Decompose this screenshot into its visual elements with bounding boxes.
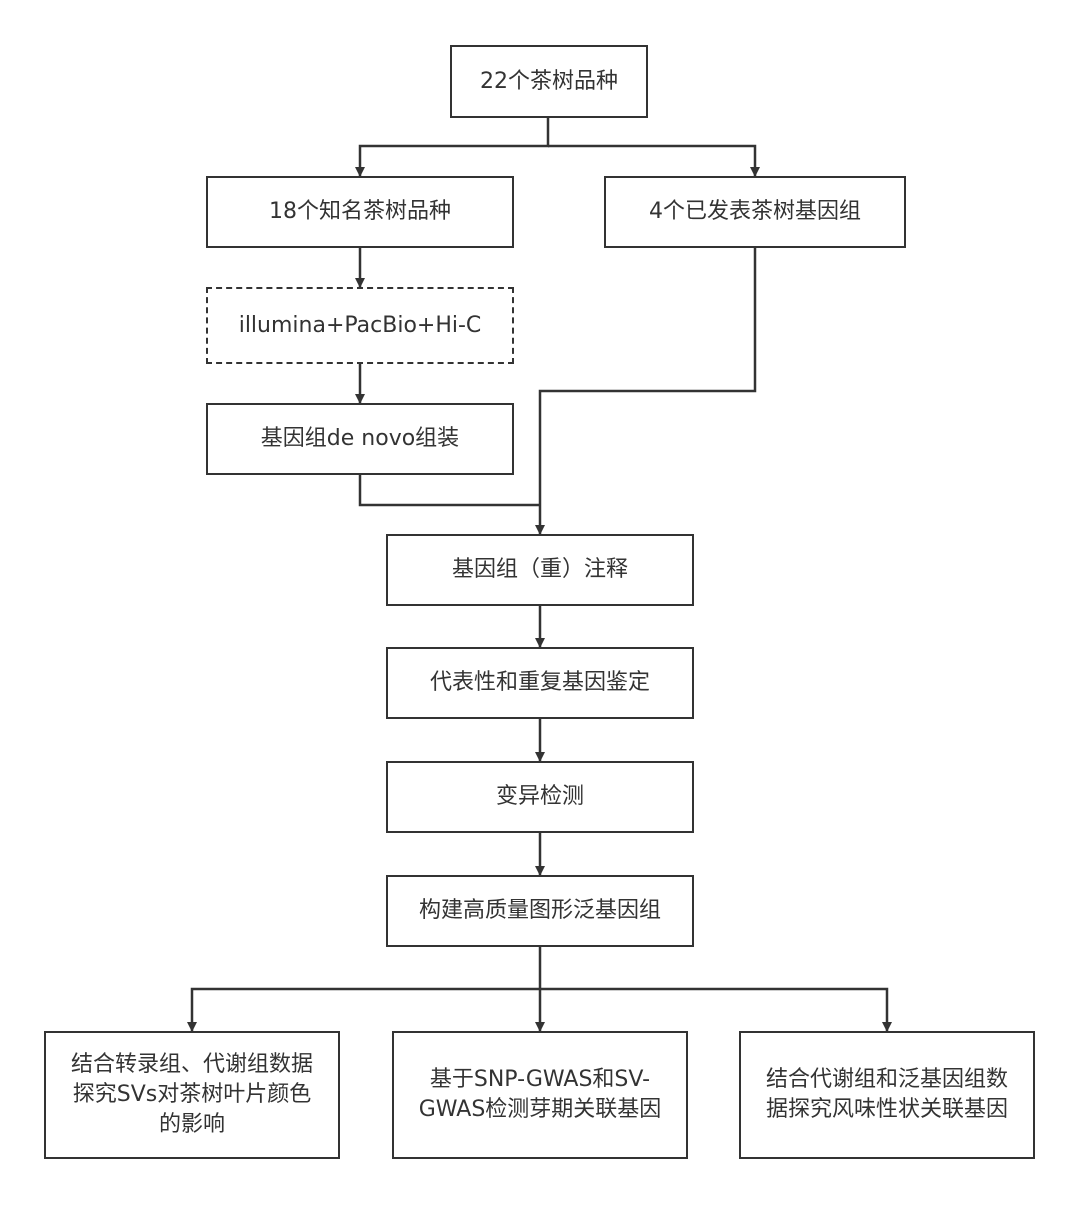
node-root-label: 22个茶树品种 [480,68,618,94]
node-sequencing: illumina+PacBio+Hi-C [206,287,514,364]
node-assembly: 基因组de novo组装 [206,403,514,475]
node-flavor-label: 结合代谢组和泛基因组数据探究风味性状关联基因 [765,1067,1008,1122]
node-sequencing-label: illumina+PacBio+Hi-C [238,312,482,338]
connector-pangenome-flavor [540,987,892,1032]
node-variation-label: 变异检测 [495,784,584,809]
node-known-varieties-label: 18个知名茶树品种 [269,199,451,224]
node-known-varieties: 18个知名茶树品种 [206,176,514,248]
connector-published-annotation [535,248,757,535]
connector-pangenome-leaf-color [187,987,540,1032]
node-pangenome: 构建高质量图形泛基因组 [386,875,694,947]
node-gwas: 基于SNP-GWAS和SV-GWAS检测芽期关联基因 [392,1031,688,1159]
connector-assembly-annotation [358,475,540,507]
node-leaf-color-label: 结合转录组、代谢组数据探究SVs对茶树叶片颜色的影响 [70,1052,313,1137]
node-pangenome-label: 构建高质量图形泛基因组 [418,898,661,923]
node-annotation: 基因组（重）注释 [386,534,694,606]
node-variation: 变异检测 [386,761,694,833]
node-leaf-color: 结合转录组、代谢组数据探究SVs对茶树叶片颜色的影响 [44,1031,340,1159]
connector-root-published [548,144,760,177]
node-assembly-label: 基因组de novo组装 [260,426,460,451]
node-published-genomes-label: 4个已发表茶树基因组 [649,199,861,224]
node-identification: 代表性和重复基因鉴定 [386,647,694,719]
node-root: 22个茶树品种 [450,45,648,118]
node-published-genomes: 4个已发表茶树基因组 [604,176,906,248]
node-annotation-label: 基因组（重）注释 [451,557,628,582]
node-identification-label: 代表性和重复基因鉴定 [429,670,650,695]
node-gwas-label: 基于SNP-GWAS和SV-GWAS检测芽期关联基因 [418,1067,662,1122]
node-flavor: 结合代谢组和泛基因组数据探究风味性状关联基因 [739,1031,1035,1159]
connector-root-split [355,118,550,177]
